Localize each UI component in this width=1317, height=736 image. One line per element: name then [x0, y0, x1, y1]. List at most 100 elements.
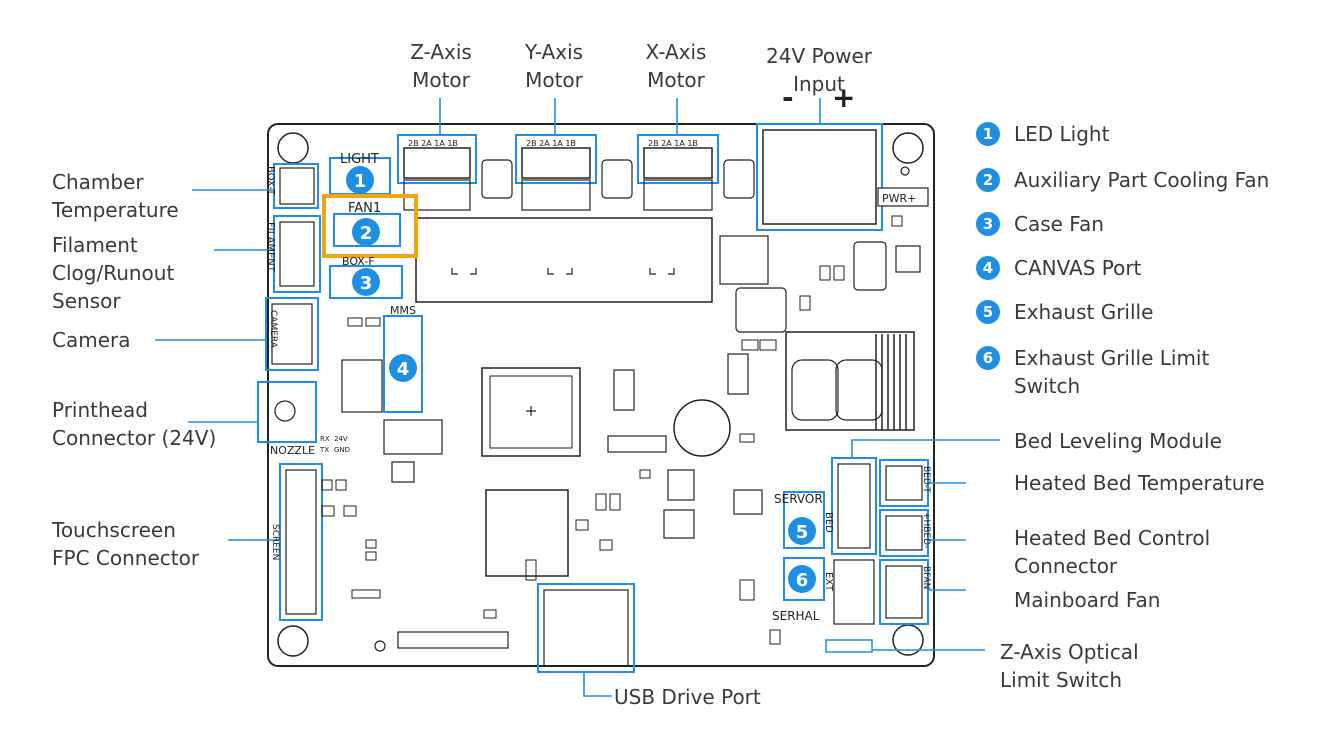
silk-ext: EXT: [823, 572, 834, 592]
silk-fan1: FAN1: [348, 201, 381, 216]
legend-num-5: 5: [976, 300, 1000, 324]
marker-1: 1: [354, 171, 367, 192]
legend-label-5: Exhaust Grille: [1014, 300, 1154, 324]
silk-tx: TX: [319, 446, 329, 454]
label-power-line1: 24V Power: [766, 44, 872, 68]
mount-hole-bl: [277, 625, 309, 657]
usb-drive-port-connector: [537, 583, 635, 673]
label-x-axis-line1: X-Axis: [645, 40, 707, 64]
legend-num-6: 6: [976, 346, 1000, 370]
label-printhead-connector: Printhead Connector (24V): [52, 396, 216, 452]
legend-label-4: CANVAS Port: [1014, 256, 1142, 280]
fan1-highlight: [322, 194, 418, 258]
silk-24v: 24V: [334, 435, 348, 443]
touchscreen-fpc-connector: [279, 463, 323, 621]
silk-z-pins: 2B 2A 1A 1B: [408, 139, 458, 148]
marker-3-circle: [352, 268, 380, 296]
label-usb-drive-port: USB Drive Port: [614, 685, 761, 709]
mainboard-fan-connector: [879, 559, 929, 625]
silk-bed-t: BED-T: [921, 466, 931, 493]
ext-connector-body: [833, 559, 875, 625]
label-mainboard-fan: Mainboard Fan: [1014, 588, 1161, 612]
label-printhead-line2: Connector (24V): [52, 426, 217, 450]
label-chamber-line2: Temperature: [52, 198, 179, 222]
silk-mms: MMS: [390, 304, 416, 317]
bed-control-connector: [879, 509, 929, 557]
label-x-axis-motor: X-Axis Motor: [638, 38, 714, 94]
label-y-axis-line2: Motor: [525, 68, 583, 92]
silk-bed: BED: [823, 512, 834, 533]
x-axis-motor-connector: [637, 134, 719, 184]
silk-camera: CAMERA: [268, 310, 278, 349]
silk-hbed: +HBED-: [921, 512, 931, 548]
marker-1-circle: [346, 166, 374, 194]
legend-label-3: Case Fan: [1014, 212, 1104, 236]
marker-4-circle: [389, 354, 417, 382]
silk-box-t: BOX-T: [265, 166, 276, 196]
filament-sensor-connector: [273, 215, 321, 293]
label-filament-sensor: Filament Clog/Runout Sensor: [52, 231, 174, 315]
legend-num-1: 1: [976, 122, 1000, 146]
label-chamber-temperature: Chamber Temperature: [52, 168, 179, 224]
label-power-line2: Input: [793, 72, 845, 96]
legend-label-2: Auxiliary Part Cooling Fan: [1014, 168, 1270, 192]
printhead-connector: [257, 381, 317, 443]
legend-label-6b: Switch: [1014, 374, 1081, 398]
legend-label-1: LED Light: [1014, 122, 1110, 146]
mount-hole-tr: [892, 132, 924, 164]
y-axis-motor-connector: [515, 134, 597, 184]
silk-serhal: SERHAL: [772, 609, 820, 623]
label-bed-leveling: Bed Leveling Module: [1014, 429, 1222, 453]
marker-2-circle: [352, 218, 380, 246]
case-fan-connector: [329, 265, 403, 299]
silk-servor: SERVOR: [774, 492, 823, 506]
label-z-optical-switch: Z-Axis Optical Limit Switch: [1000, 638, 1139, 694]
label-y-axis-motor: Y-Axis Motor: [516, 38, 592, 94]
marker-2: 2: [360, 223, 373, 244]
stepper-driver-area: [415, 217, 713, 303]
label-z-axis-line1: Z-Axis: [410, 40, 472, 64]
label-z-axis-line2: Motor: [412, 68, 470, 92]
marker-6-circle: [788, 565, 816, 593]
silk-nozzle: NOZZLE: [270, 444, 315, 457]
label-filament-line2: Clog/Runout: [52, 261, 175, 285]
marker-6: 6: [796, 570, 809, 591]
label-x-axis-line2: Motor: [647, 68, 705, 92]
silk-box-f: BOX-F: [342, 255, 375, 268]
leader-lines: [155, 98, 1000, 697]
label-heated-bed-temp: Heated Bed Temperature: [1014, 471, 1265, 495]
marker-5-circle: [788, 517, 816, 545]
power-input-connector: [756, 123, 929, 231]
label-z-axis-motor: Z-Axis Motor: [405, 38, 477, 94]
silk-bfan: BFAN: [921, 566, 931, 589]
label-heated-bed-ctrl-line2: Connector: [1014, 554, 1118, 578]
z-optical-switch-connector: [825, 639, 873, 653]
marker-3: 3: [360, 273, 373, 294]
chamber-temp-connector: [273, 163, 319, 209]
marker-5: 5: [796, 522, 809, 543]
label-filament-line3: Sensor: [52, 289, 121, 313]
label-printhead-line1: Printhead: [52, 398, 148, 422]
label-camera: Camera: [52, 328, 131, 352]
battery: [673, 399, 731, 457]
z-axis-motor-connector: [397, 134, 477, 184]
legend-num-4: 4: [976, 256, 1000, 280]
label-touchscreen-line1: Touchscreen: [52, 518, 176, 542]
silk-x-pins: 2B 2A 1A 1B: [648, 139, 698, 148]
silk-screen: SCREEN: [270, 524, 280, 560]
label-touchscreen-fpc: Touchscreen FPC Connector: [52, 516, 199, 572]
camera-connector: [265, 297, 319, 371]
label-heated-bed-control: Heated Bed Control Connector: [1014, 524, 1210, 580]
label-filament-line1: Filament: [52, 233, 138, 257]
marker-4: 4: [397, 359, 410, 380]
silk-filament: FILAMENT: [265, 222, 276, 273]
silk-gnd: GND: [334, 446, 350, 454]
legend-label-6: Exhaust Grille Limit: [1014, 346, 1210, 370]
label-power-minus: -: [782, 81, 794, 114]
canvas-port-connector: [383, 315, 423, 413]
exhaust-limit-switch-connector: [783, 557, 825, 601]
legend-num-2: 2: [976, 168, 1000, 192]
silk-pwr: PWR+: [882, 192, 916, 205]
